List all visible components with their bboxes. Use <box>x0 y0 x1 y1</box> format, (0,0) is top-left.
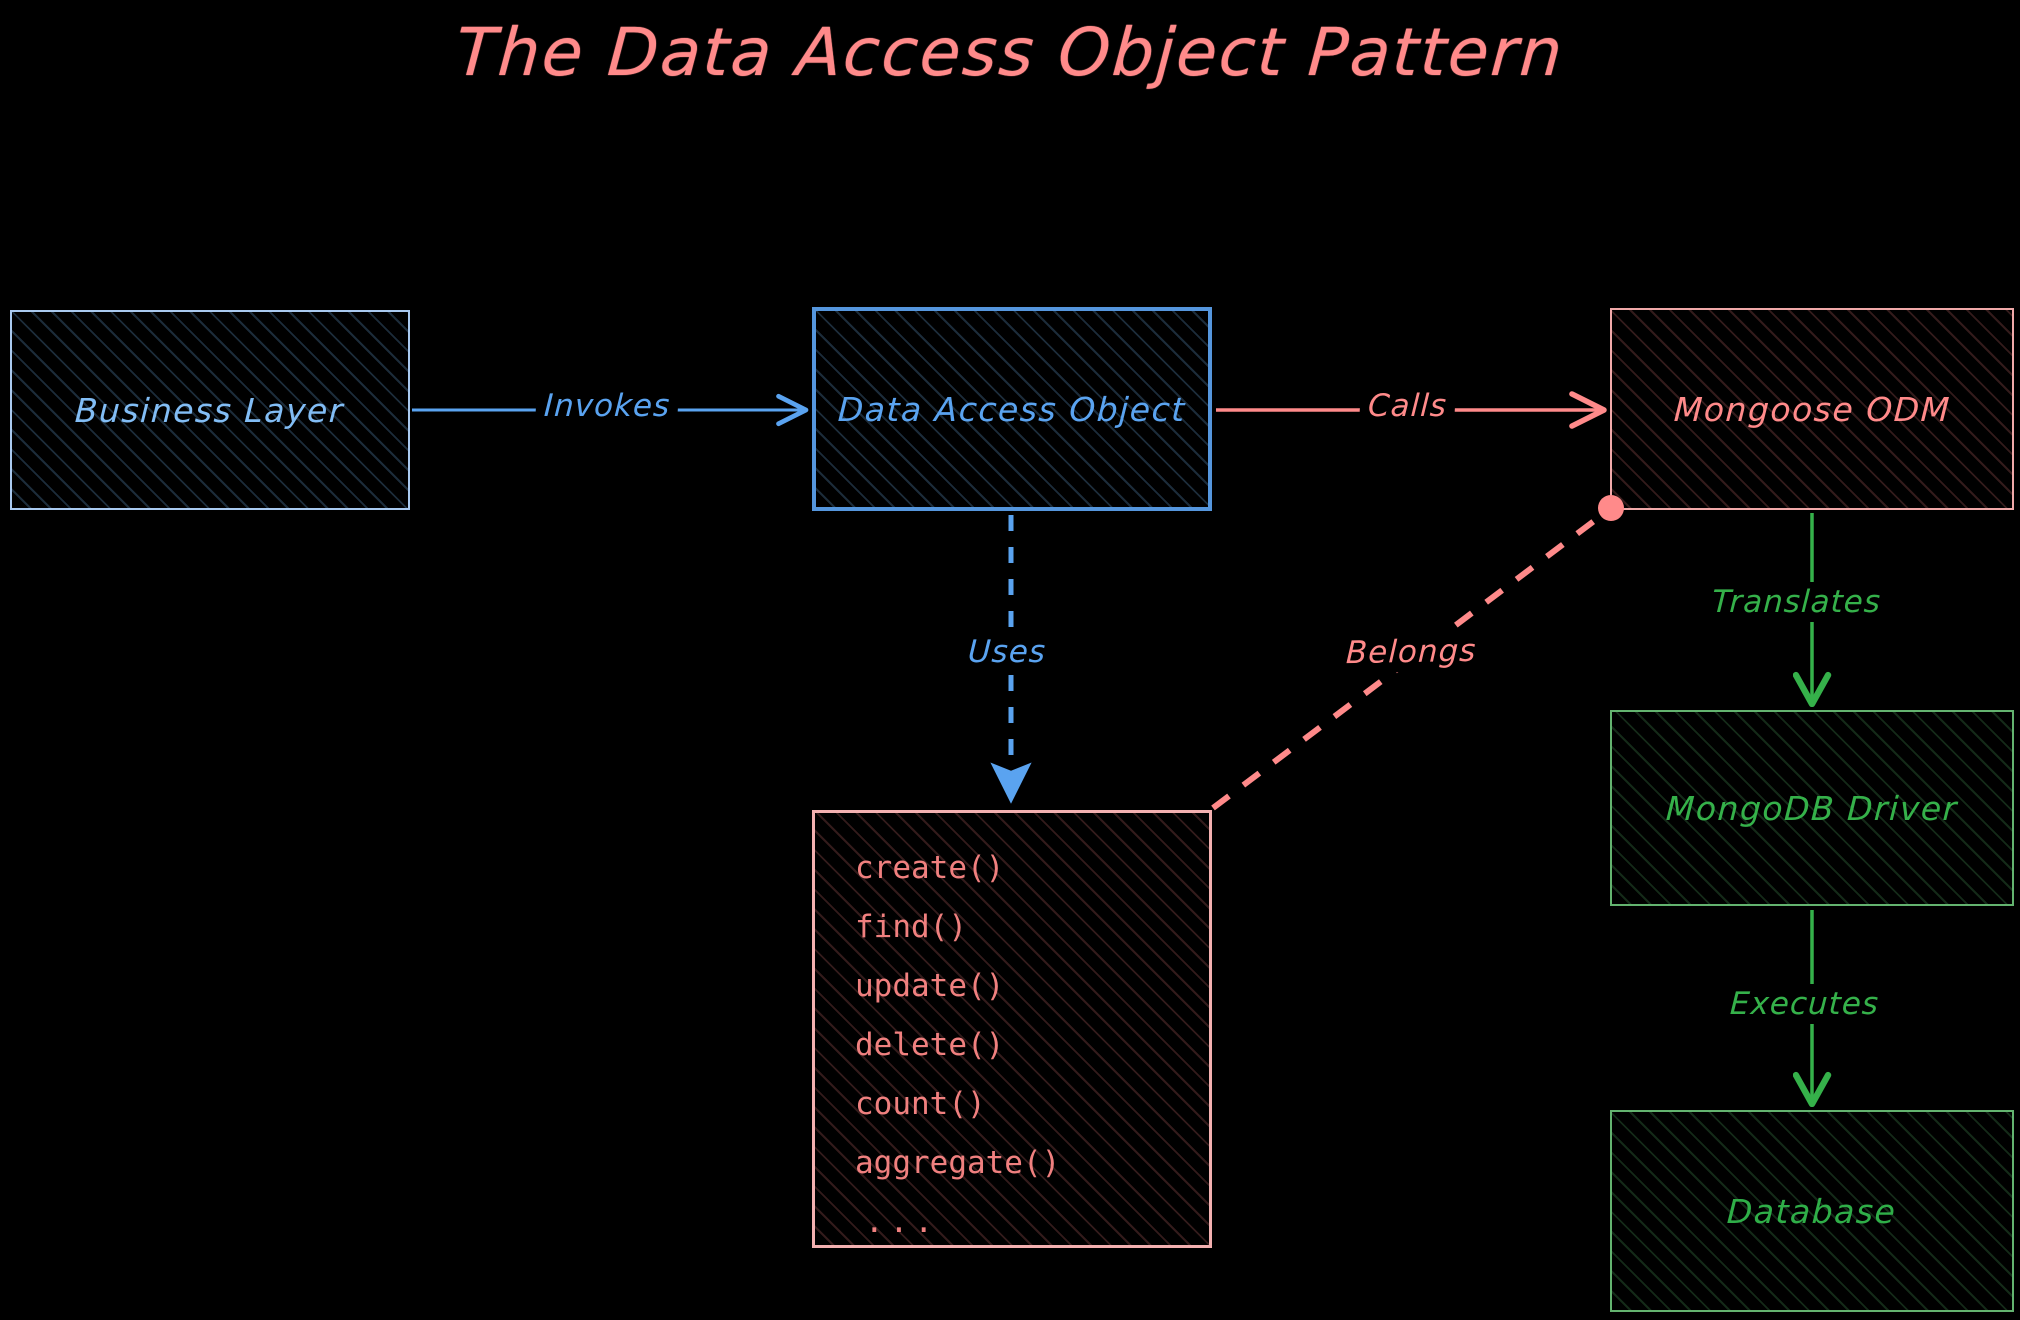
method-item: count() <box>855 1086 986 1122</box>
node-data-access-object-label: Data Access Object <box>837 389 1187 429</box>
node-mongoose-odm-label: Mongoose ODM <box>1672 389 1952 429</box>
node-business-layer-label: Business Layer <box>74 390 346 430</box>
node-dao-methods[interactable]: create() find() update() delete() count(… <box>812 810 1212 1248</box>
edge-label-belongs: Belongs <box>1337 630 1486 674</box>
edge-label-invokes: Invokes <box>534 386 680 426</box>
method-item: update() <box>855 968 1005 1004</box>
node-mongodb-driver[interactable]: MongoDB Driver <box>1610 710 2014 906</box>
method-item-ellipsis: ... <box>865 1204 939 1240</box>
method-item: find() <box>855 909 967 945</box>
node-database-label: Database <box>1726 1191 1898 1231</box>
page-title: The Data Access Object Pattern <box>453 14 1567 91</box>
method-item: create() <box>855 850 1005 886</box>
method-item: delete() <box>855 1027 1005 1063</box>
edge-label-translates: Translates <box>1702 582 1891 622</box>
edge-label-executes: Executes <box>1720 984 1889 1024</box>
node-mongodb-driver-label: MongoDB Driver <box>1665 788 1959 828</box>
node-mongoose-odm[interactable]: Mongoose ODM <box>1610 308 2014 510</box>
edge-label-calls: Calls <box>1358 386 1457 426</box>
edge-label-uses: Uses <box>958 632 1056 672</box>
node-database[interactable]: Database <box>1610 1110 2014 1312</box>
method-item: aggregate() <box>855 1145 1061 1181</box>
node-data-access-object[interactable]: Data Access Object <box>812 307 1212 511</box>
node-business-layer[interactable]: Business Layer <box>10 310 410 510</box>
